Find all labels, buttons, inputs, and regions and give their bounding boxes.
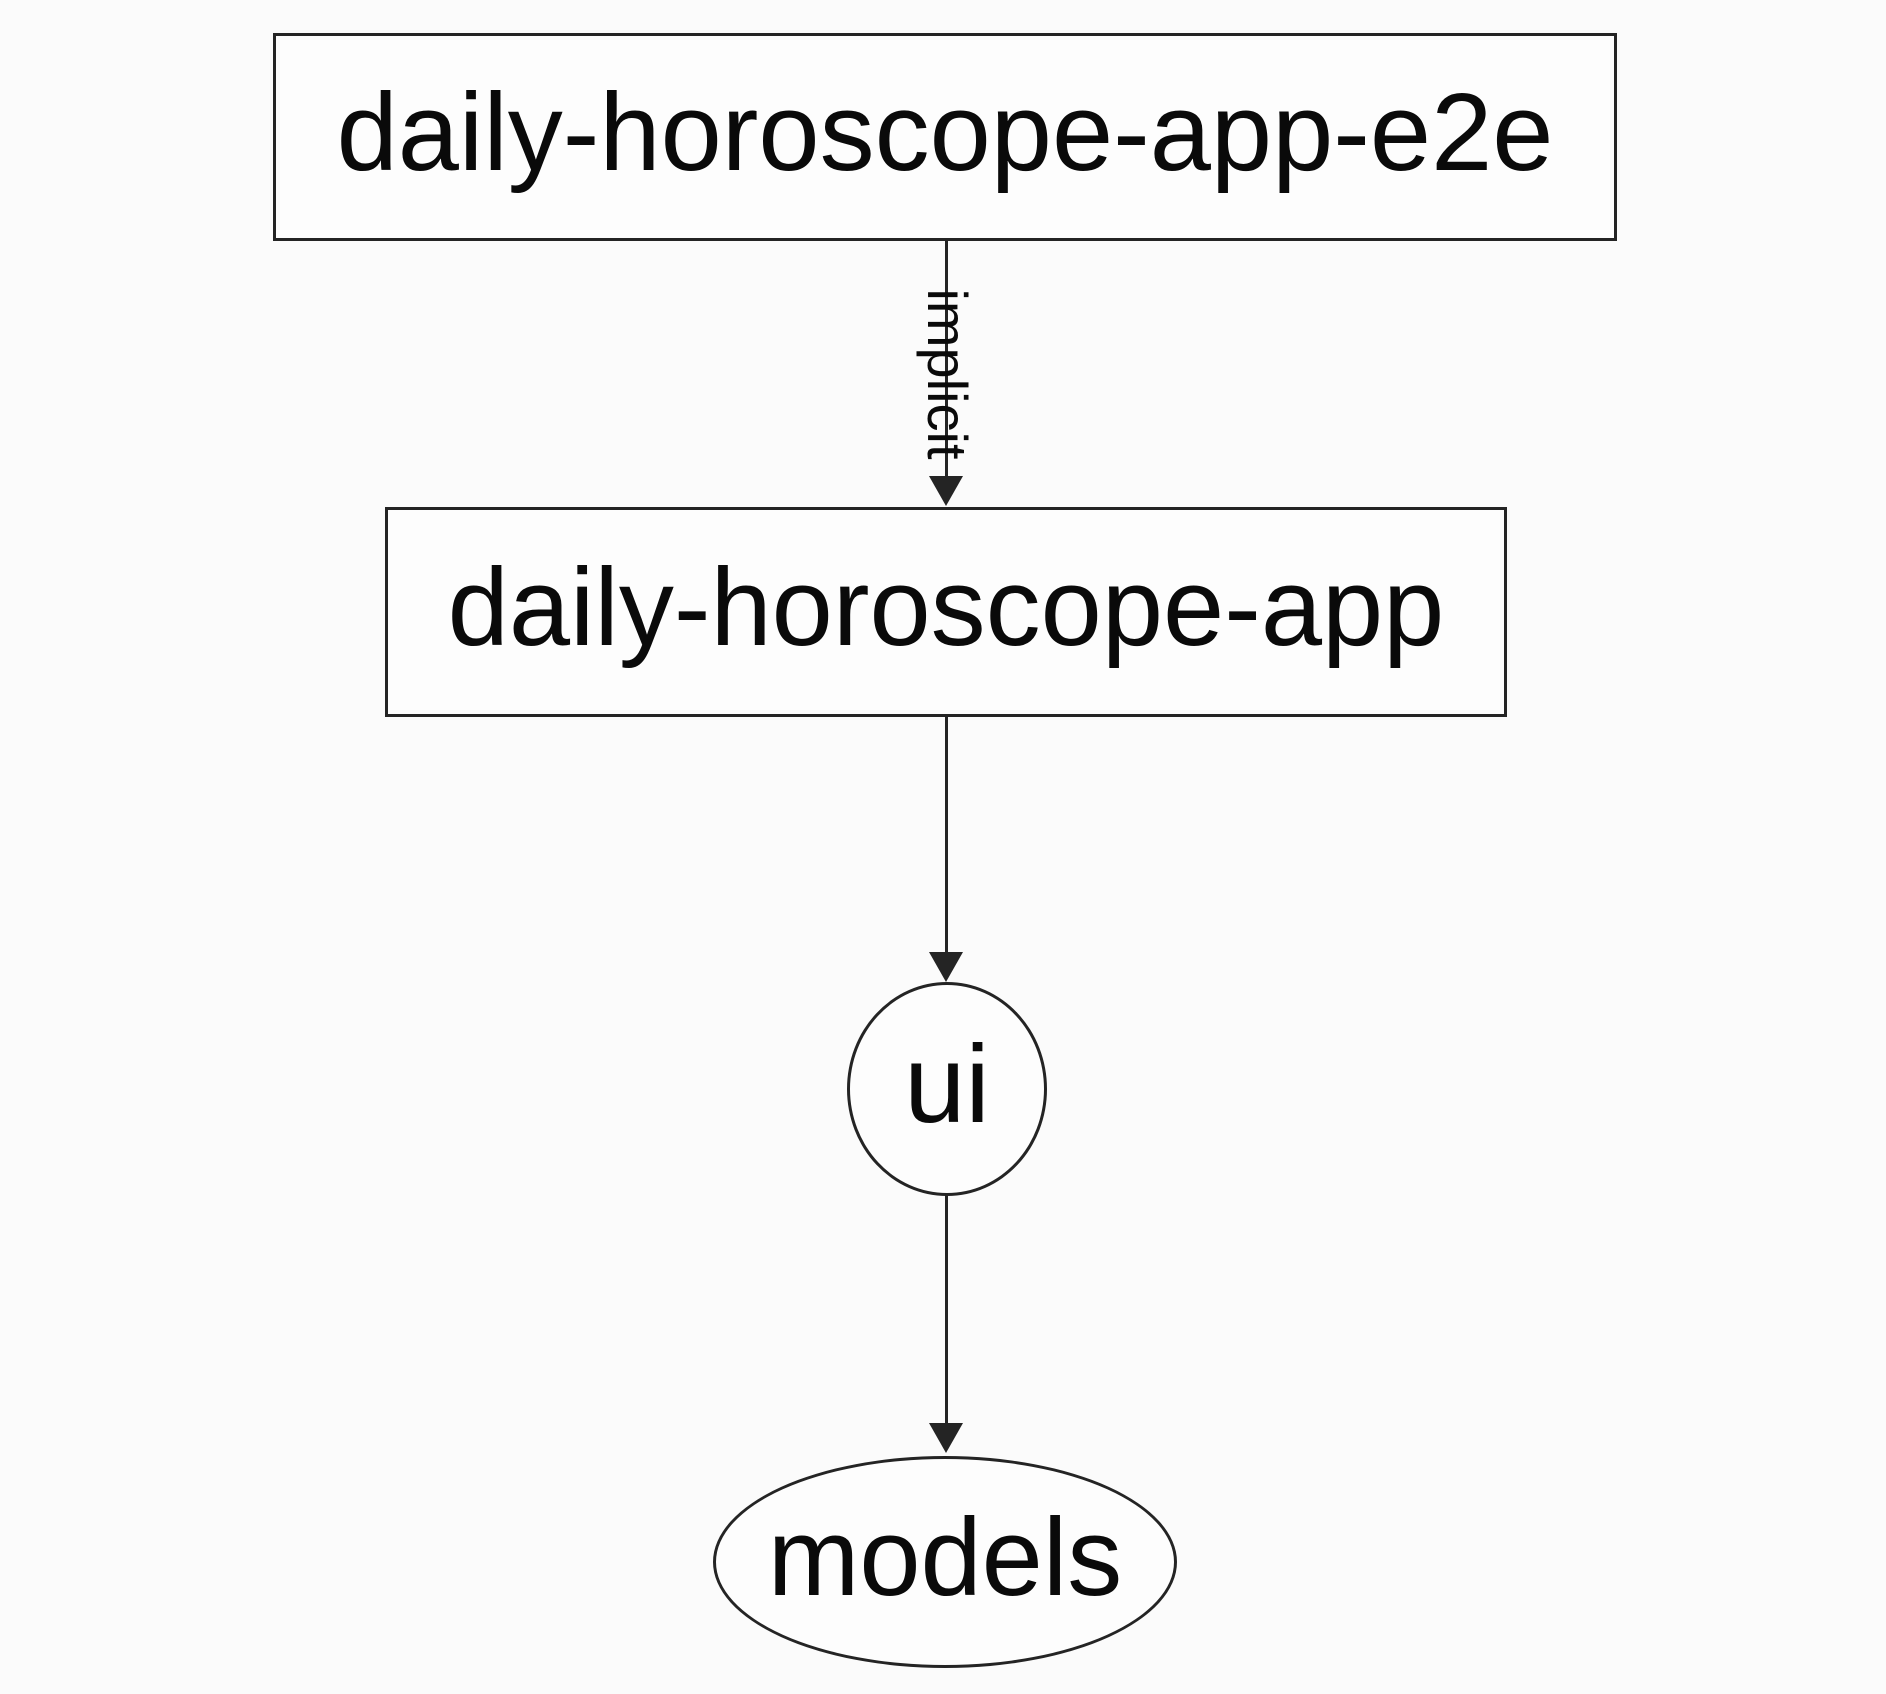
edge-implicit-label: implicit	[916, 288, 979, 460]
node-models[interactable]: models	[713, 1456, 1177, 1668]
node-ui[interactable]: ui	[847, 982, 1047, 1196]
node-label: daily-horoscope-app	[447, 546, 1445, 669]
edge-app-ui-arrowhead-icon	[929, 952, 963, 982]
node-label: models	[767, 1496, 1123, 1619]
edge-app-ui-line	[945, 717, 948, 954]
node-label: daily-horoscope-app-e2e	[336, 71, 1554, 194]
node-daily-horoscope-app-e2e[interactable]: daily-horoscope-app-e2e	[273, 33, 1617, 241]
edge-ui-models-arrowhead-icon	[929, 1423, 963, 1453]
node-daily-horoscope-app[interactable]: daily-horoscope-app	[385, 507, 1507, 717]
edge-ui-models-line	[945, 1195, 948, 1425]
node-label: ui	[904, 1023, 990, 1146]
edge-implicit-line	[945, 241, 948, 478]
edge-implicit-arrowhead-icon	[929, 476, 963, 506]
